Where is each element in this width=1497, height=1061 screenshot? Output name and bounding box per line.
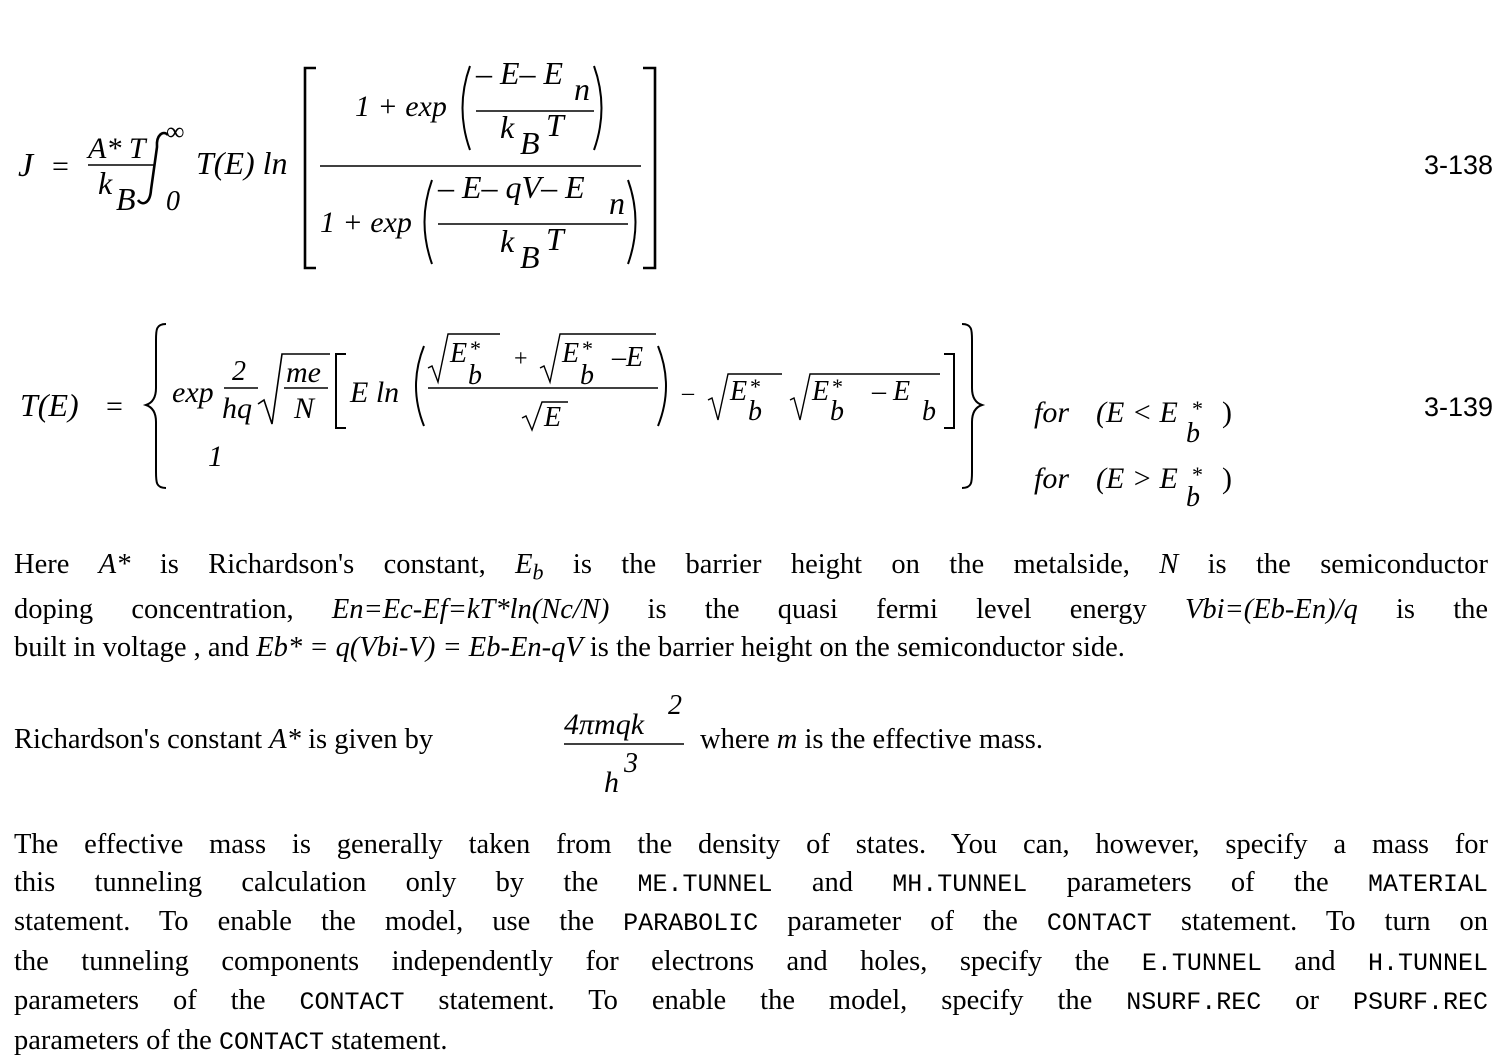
eq139-case1-close: ) — [1222, 396, 1232, 429]
eq139-equals: = — [106, 390, 123, 423]
eq139-hq: hq — [222, 392, 252, 425]
eq138-num-kbt-k: k — [500, 109, 515, 145]
eq139-case2-sub: b — [1186, 482, 1200, 513]
eq138-den-top: – E– qV– E — [437, 169, 585, 205]
eq138-coef-k: k — [98, 165, 113, 201]
p1-line-2: doping concentration, En=Ec-Ef=kT*ln(Nc/… — [14, 591, 1488, 629]
eq139-left-bracket — [336, 354, 346, 428]
eq139-eb2-sub: b — [580, 360, 594, 391]
eq139-case2-cond: (E > E — [1096, 462, 1178, 495]
eq139-eb3: E — [729, 376, 747, 407]
richardson-denominator-sup: 3 — [623, 748, 638, 779]
eq138-num-left-paren — [463, 66, 471, 150]
eq139-ln-right-paren — [658, 346, 666, 426]
eq138-int-lower: 0 — [166, 186, 180, 217]
eq138-den-kbt-b: B — [520, 239, 540, 275]
eq138-te-ln: T(E) ln — [196, 145, 288, 181]
eq139-number: 3-139 — [1424, 392, 1493, 422]
eq138-number: 3-138 — [1424, 150, 1493, 180]
p1-line-1: Here A* is Richardson's constant, Eb is … — [14, 546, 1488, 591]
eq138-num-one-exp: 1 + exp — [355, 90, 447, 123]
eq139-eb3-sub: b — [748, 396, 762, 427]
richardson-numerator: 4πmqk — [564, 708, 645, 741]
eq139-right-bracket — [944, 354, 954, 428]
eq138-equals: = — [52, 150, 69, 183]
paragraph-effective-mass: The effective mass is generally taken fr… — [14, 826, 1488, 1061]
eq138-left-bracket — [305, 68, 316, 268]
eq139-minus-eb: – E — [871, 376, 910, 407]
eq138-num-right-paren — [594, 66, 602, 150]
eq138-den-left-paren — [425, 180, 433, 264]
equation-3-138: J = A* T k B ∞ 0 T(E) ln 1 + exp – E– E … — [0, 0, 1497, 290]
eq139-N: N — [293, 392, 316, 425]
eq138-num-top: – E– E — [475, 55, 564, 91]
eq139-eln: E ln — [349, 376, 399, 409]
p3-line-1: The effective mass is generally taken fr… — [14, 826, 1488, 864]
eq138-den-right-paren — [628, 180, 636, 264]
eq139-eb2-star: * — [582, 336, 593, 361]
eq139-case2-close: ) — [1222, 462, 1232, 495]
eq138-den-kbt-k: k — [500, 223, 515, 259]
paragraph-richardson: Richardson's constant A* is given by 4πm… — [14, 688, 1214, 798]
eq138-coef-k-sub: B — [116, 181, 136, 217]
eq138-den-one-exp: 1 + exp — [320, 206, 412, 239]
eq139-eb1-star: * — [470, 336, 481, 361]
richardson-numerator-sup: 2 — [668, 690, 682, 721]
eq139-minus-eb-sub: b — [922, 396, 936, 427]
p3-line-6: parameters of the CONTACT statement. — [14, 1022, 1488, 1061]
eq138-lhs: J — [18, 147, 35, 184]
eq139-case1-for: for — [1034, 396, 1069, 429]
eq139-me: me — [286, 356, 321, 389]
eq139-one: 1 — [208, 440, 223, 473]
eq139-minus-e: –E — [611, 342, 643, 373]
eq139-ln-left-paren — [416, 346, 424, 426]
richardson-fraction: 4πmqk 2 h 3 — [560, 688, 700, 798]
eq139-case1-cond: (E < E — [1096, 396, 1178, 429]
richardson-denominator: h — [604, 766, 619, 798]
eq139-plus: + — [514, 346, 528, 372]
eq138-right-bracket — [643, 68, 655, 268]
paragraph-definitions: Here A* is Richardson's constant, Eb is … — [14, 546, 1488, 666]
p3-line-4: the tunneling components independently f… — [14, 943, 1488, 983]
eq139-eb1: E — [449, 338, 467, 369]
p1-line-3: built in voltage , and Eb* = q(Vbi-V) = … — [14, 629, 1488, 667]
p3-line-3: statement. To enable the model, use the … — [14, 903, 1488, 943]
eq139-exp: exp — [172, 376, 214, 409]
p3-line-2: this tunneling calculation only by the M… — [14, 864, 1488, 904]
eq138-coef-numerator: A* T — [86, 132, 148, 165]
eq138-num-top-sub: n — [574, 71, 590, 107]
eq138-num-kbt-t: T — [546, 107, 566, 143]
eq138-num-kbt-b: B — [520, 125, 540, 161]
eq139-left-brace — [146, 324, 166, 488]
eq139-eb1-sub: b — [468, 360, 482, 391]
eq138-den-top-sub: n — [609, 185, 625, 221]
eq139-case1-sub: b — [1186, 418, 1200, 449]
eq139-eb4: E — [811, 376, 829, 407]
eq139-eb2: E — [561, 338, 579, 369]
eq138-int-upper: ∞ — [166, 117, 185, 146]
eq139-sqrt-e-text: E — [543, 402, 561, 433]
p3-line-5: parameters of the CONTACT statement. To … — [14, 982, 1488, 1022]
p2-text-b: where m is the effective mass. — [700, 724, 1043, 756]
eq139-lhs: T(E) — [20, 387, 79, 423]
eq139-minus: – — [681, 380, 695, 406]
eq139-two: 2 — [232, 356, 246, 387]
p2-text-a: Richardson's constant A* is given by — [14, 724, 433, 756]
equation-3-139: T(E) = exp 2 hq me N E ln E * b + E * b … — [0, 300, 1497, 520]
eq138-den-kbt-t: T — [546, 221, 566, 257]
eq139-case2-for: for — [1034, 462, 1069, 495]
eq139-right-brace — [962, 324, 982, 488]
eq139-eb4-sub: b — [830, 396, 844, 427]
